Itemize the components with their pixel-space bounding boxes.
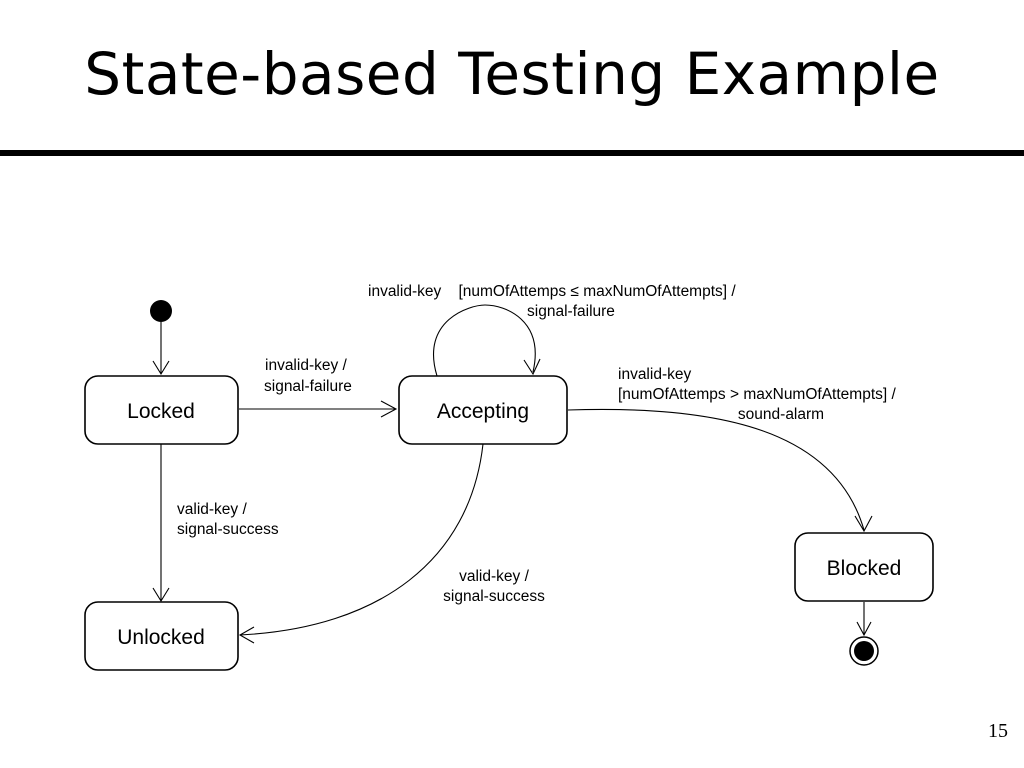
state-accepting: Accepting: [398, 375, 568, 445]
label-locked-to-unlocked-line2: signal-success: [177, 521, 279, 538]
label-locked-to-accepting: invalid-key / signal-failure: [264, 357, 352, 395]
label-self-loop-line2: signal-failure: [527, 303, 615, 320]
page-number: 15: [988, 720, 1008, 742]
state-blocked: Blocked: [794, 532, 934, 602]
title-divider: [0, 150, 1024, 156]
state-blocked-label: Blocked: [827, 557, 902, 580]
slide-title: State-based Testing Example: [84, 40, 940, 108]
edge-accepting-to-blocked: [567, 408, 865, 531]
state-unlocked: Unlocked: [84, 601, 239, 671]
arrowhead-accepting-to-blocked: [854, 515, 873, 533]
arrowhead-locked-to-unlocked: [152, 587, 170, 603]
edge-accepting-self-loop: [433, 304, 536, 377]
label-accepting-to-blocked: invalid-key [numOfAttemps > maxNumOfAtte…: [618, 366, 896, 423]
arrowhead-locked-to-accepting: [380, 400, 398, 418]
arrowhead-accepting-to-unlocked: [238, 626, 255, 644]
state-locked-label: Locked: [127, 400, 195, 423]
initial-state-node: [150, 300, 172, 322]
edge-accepting-to-unlocked: [239, 443, 484, 636]
arrowhead-blocked-to-final: [856, 621, 872, 637]
label-locked-to-unlocked: valid-key / signal-success: [177, 501, 279, 538]
label-accepting-to-unlocked-line2: signal-success: [443, 588, 545, 605]
state-accepting-box: [398, 375, 568, 445]
state-unlocked-box: [84, 601, 239, 671]
label-locked-to-accepting-line1: invalid-key /: [265, 357, 348, 374]
label-locked-to-unlocked-line1: valid-key /: [177, 501, 247, 518]
state-locked: Locked: [84, 375, 239, 445]
label-self-loop-line1: invalid-key [numOfAttemps ≤ maxNumOfAtte…: [368, 283, 736, 300]
label-accepting-to-blocked-line3: sound-alarm: [738, 406, 824, 423]
label-accepting-to-unlocked-line1: valid-key /: [459, 568, 529, 585]
label-locked-to-accepting-line2: signal-failure: [264, 378, 352, 395]
state-locked-box: [84, 375, 239, 445]
final-state-node: [854, 641, 874, 661]
initial-arrowhead: [152, 360, 170, 376]
state-blocked-box: [794, 532, 934, 602]
label-accepting-to-unlocked: valid-key / signal-success: [443, 568, 545, 605]
arrowhead-accepting-self-loop: [523, 358, 541, 376]
state-unlocked-label: Unlocked: [117, 626, 205, 649]
state-accepting-label: Accepting: [437, 400, 529, 423]
label-accepting-to-blocked-line1: invalid-key: [618, 366, 691, 383]
label-accepting-to-blocked-line2: [numOfAttemps > maxNumOfAttempts] /: [618, 386, 896, 403]
label-self-loop: invalid-key [numOfAttemps ≤ maxNumOfAtte…: [368, 283, 736, 320]
